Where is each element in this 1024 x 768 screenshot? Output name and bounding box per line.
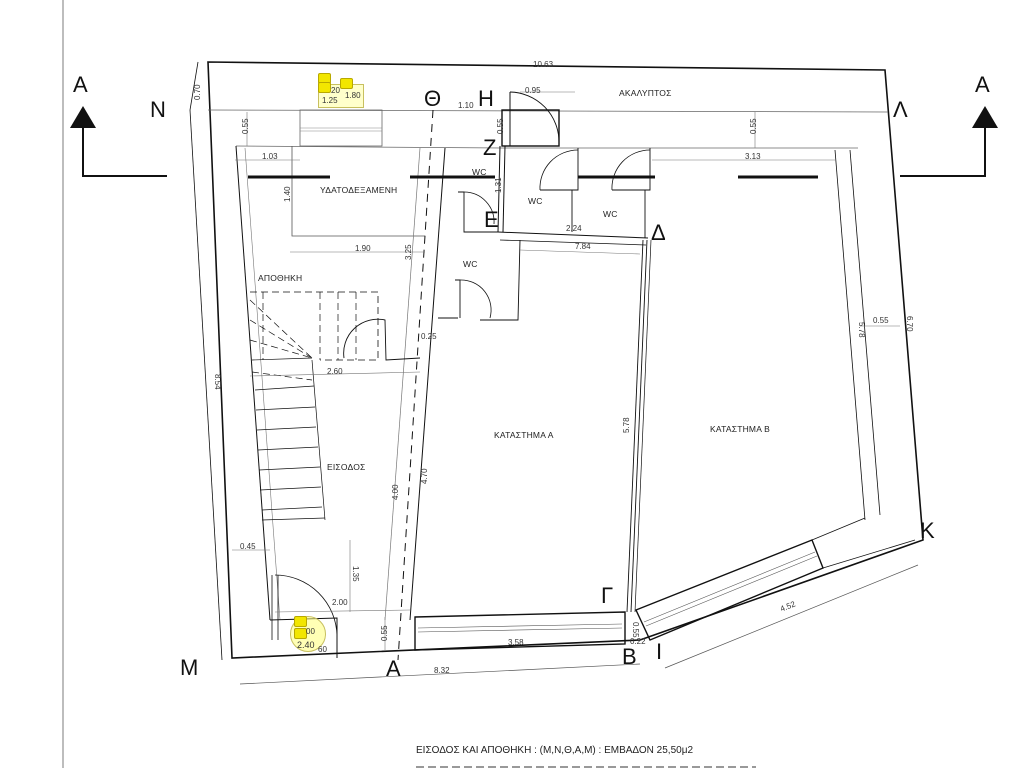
dim-right-055b: 0.55 bbox=[873, 316, 889, 325]
dim-door-200: 2.00 bbox=[332, 598, 348, 607]
dim-right-578: 5.78 bbox=[857, 322, 866, 338]
room-wc-4: WC bbox=[463, 259, 478, 269]
dim-entrance-400: 4.00 bbox=[391, 484, 400, 500]
annotation-bottom-line2: 2.40 bbox=[297, 640, 315, 650]
annotation-top-line1: 20 bbox=[331, 86, 340, 95]
room-shop-b: ΚΑΤΑΣΤΗΜΑ Β bbox=[710, 424, 771, 434]
vertex-k: Κ bbox=[920, 518, 935, 543]
comment-note-icon[interactable] bbox=[294, 628, 307, 639]
dim-right-670: 6.70 bbox=[905, 316, 914, 332]
dim-bottom-832: 8.32 bbox=[434, 666, 450, 675]
dim-tank-depth: 1.40 bbox=[283, 186, 292, 202]
dim-stair-025: 0.25 bbox=[421, 332, 437, 341]
dim-theta-h: 1.10 bbox=[458, 101, 474, 110]
dim-entrance-470: 4.70 bbox=[420, 468, 429, 484]
vertex-lambda: Λ bbox=[893, 97, 908, 122]
annotation-bottom-side: 60 bbox=[318, 645, 327, 654]
annotation-top-line2: 1.25 bbox=[322, 96, 338, 105]
vertex-e: Ε bbox=[484, 207, 499, 232]
dim-door-h: 0.95 bbox=[525, 86, 541, 95]
vertex-delta: Δ bbox=[651, 220, 666, 245]
section-marker-left: A bbox=[73, 72, 88, 97]
area-legend-line-1: ΕΙΣΟΔΟΣ ΚΑΙ ΑΠΟΘΗΚΗ : (Μ,Ν,Θ,Α,Μ) : ΕΜΒΑ… bbox=[416, 745, 694, 756]
room-entrance: ΕΙΣΟΔΟΣ bbox=[327, 462, 366, 472]
annotation-bottom-line1: 00 bbox=[306, 627, 315, 636]
page-margin-line bbox=[62, 0, 64, 768]
dim-front-358: 3.58 bbox=[508, 638, 524, 647]
room-akalyptos: ΑΚΑΛΥΠΤΟΣ bbox=[619, 88, 672, 98]
comment-note-icon[interactable] bbox=[318, 82, 331, 93]
dim-bottom-055: 0.55 bbox=[380, 625, 389, 641]
vertex-a: Α bbox=[386, 656, 401, 681]
dim-bi-022: 0.22 bbox=[630, 637, 646, 646]
dim-left-045: 0.45 bbox=[240, 542, 256, 551]
room-water-tank: ΥΔΑΤΟΔΕΞΑΜΕΝΗ bbox=[320, 185, 398, 195]
section-marker-right: A bbox=[975, 72, 990, 97]
room-storage: ΑΠΟΘΗΚΗ bbox=[258, 273, 303, 283]
comment-note-icon[interactable] bbox=[294, 616, 307, 627]
dim-right-055: 0.55 bbox=[749, 118, 758, 134]
room-wc-1: WC bbox=[472, 167, 487, 177]
dim-shop-a-578: 5.78 bbox=[622, 417, 631, 433]
vertex-theta: Θ bbox=[424, 86, 442, 111]
vertex-z: Ζ bbox=[483, 135, 497, 160]
dim-hz: 0.55 bbox=[496, 118, 505, 134]
dim-tank-width: 1.03 bbox=[262, 152, 278, 161]
dim-left-055: 0.55 bbox=[241, 118, 250, 134]
room-shop-a: ΚΑΤΑΣΤΗΜΑ Α bbox=[494, 430, 554, 440]
dim-left-854: 8.54 bbox=[213, 374, 222, 390]
dim-tank-len: 1.90 bbox=[355, 244, 371, 253]
vertex-i: Ι bbox=[656, 639, 663, 664]
dim-door-135: 1.35 bbox=[351, 566, 360, 582]
dim-wc-224: 2.24 bbox=[566, 224, 582, 233]
annotation-top-side: 1.80 bbox=[345, 91, 361, 100]
vertex-h: Η bbox=[478, 86, 494, 111]
room-wc-2: WC bbox=[528, 196, 543, 206]
room-wc-3: WC bbox=[603, 209, 618, 219]
vertex-b: Β bbox=[622, 644, 637, 669]
vertex-m: Μ bbox=[180, 655, 199, 680]
dim-wc-131: 1.31 bbox=[494, 177, 503, 193]
dim-stair-260: 2.60 bbox=[327, 367, 343, 376]
vertex-gamma: Γ bbox=[601, 583, 614, 608]
comment-note-icon[interactable] bbox=[340, 78, 353, 89]
dim-bi-055: 0.55 bbox=[631, 622, 640, 638]
dim-right-313: 3.13 bbox=[745, 152, 761, 161]
dim-top-left-offset: 0.70 bbox=[193, 84, 202, 100]
area-legend-line-2-cutoff bbox=[416, 762, 756, 768]
dim-col-325: 3.25 bbox=[404, 244, 413, 260]
dim-top-total: 10.63 bbox=[533, 60, 554, 69]
dim-shop-a-top: 7.84 bbox=[575, 242, 591, 251]
vertex-n: Ν bbox=[150, 97, 166, 122]
